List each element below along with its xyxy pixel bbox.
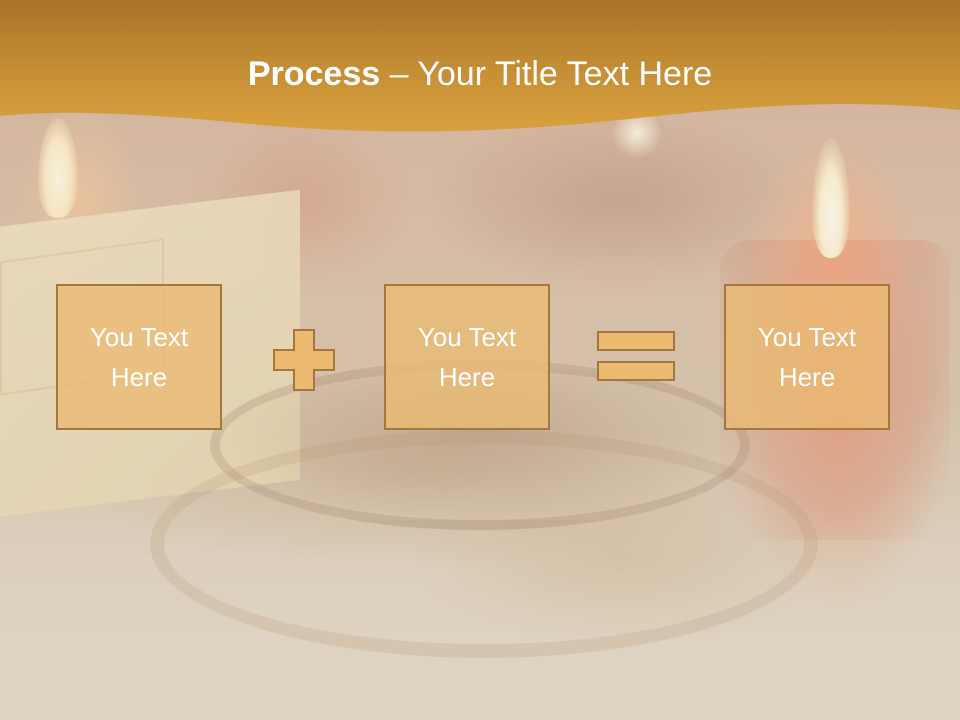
- title-rest: – Your Title Text Here: [380, 55, 713, 93]
- process-box-3-line1: You Text: [757, 322, 857, 352]
- process-box-2-line1: You Text: [417, 322, 517, 352]
- process-box-3[interactable]: You Text Here: [724, 284, 890, 430]
- process-box-3-line2: Here: [778, 362, 836, 392]
- header-band: Process – Your Title Text Here: [0, 0, 960, 140]
- slide-title: Process – Your Title Text Here: [0, 52, 960, 96]
- process-box-1-line1: You Text: [89, 322, 189, 352]
- process-box-2-line2: Here: [438, 362, 496, 392]
- equals-icon: [597, 331, 675, 381]
- process-box-1[interactable]: You Text Here: [56, 284, 222, 430]
- title-bold: Process: [247, 55, 381, 93]
- process-box-1-line2: Here: [110, 362, 168, 392]
- plus-icon: [273, 329, 335, 391]
- candle-flame-left: [38, 118, 78, 218]
- candle-flame-right: [812, 138, 850, 258]
- header-wave: [0, 0, 960, 132]
- process-box-2[interactable]: You Text Here: [384, 284, 550, 430]
